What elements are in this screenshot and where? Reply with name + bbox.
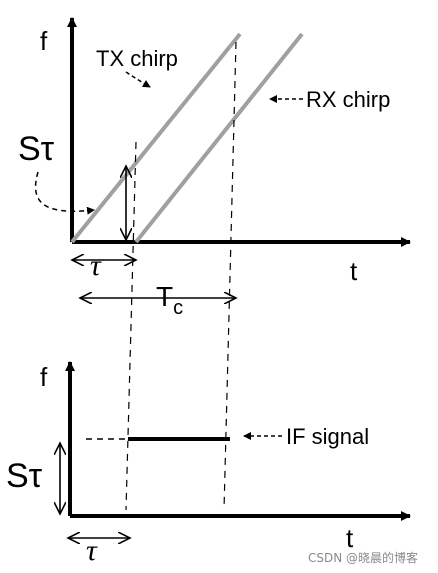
top-tau-label: τ xyxy=(90,249,102,282)
bottom-x-axis-label: t xyxy=(346,523,354,553)
slope-pointer xyxy=(34,171,95,215)
top-y-axis-label: f xyxy=(40,26,48,56)
top-plot: f t TX chirp RX chirp Sτ τ Tc xyxy=(18,17,411,511)
chirp-period-main: T xyxy=(156,281,173,312)
chirp-period-sub: c xyxy=(173,297,183,319)
tx-end-guide xyxy=(223,41,237,511)
chirp-period-label: Tc xyxy=(156,281,183,319)
bottom-y-axis-label: f xyxy=(40,362,48,392)
tx-chirp-pointer xyxy=(125,71,151,88)
bottom-tau-label: τ xyxy=(86,534,98,567)
slope-label: Sτ xyxy=(18,130,55,168)
if-signal-label: IF signal xyxy=(286,424,369,449)
tx-chirp-label: TX chirp xyxy=(96,46,178,71)
bottom-plot: f t IF signal Sτ τ xyxy=(6,361,411,567)
rx-chirp-label: RX chirp xyxy=(306,87,390,112)
watermark: CSDN @晓晨的博客 xyxy=(308,550,418,565)
if-level-label: Sτ xyxy=(6,457,43,495)
rx-chirp-line xyxy=(134,32,304,244)
tx-chirp-line xyxy=(70,32,242,244)
rx-start-guide xyxy=(125,141,137,511)
top-x-axis-label: t xyxy=(350,256,358,286)
